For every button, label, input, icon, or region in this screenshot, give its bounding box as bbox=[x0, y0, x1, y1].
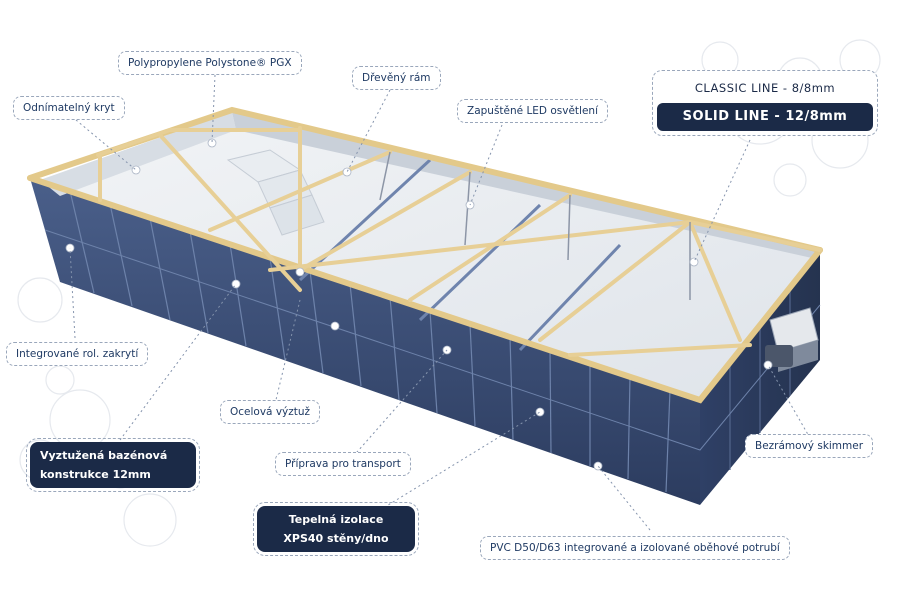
leader-lines bbox=[69, 74, 811, 531]
izolace-line2: XPS40 stěny/dno bbox=[283, 532, 389, 545]
label-tepelna-izolace: Tepelná izolace XPS40 stěny/dno bbox=[253, 502, 419, 556]
steel-ribs bbox=[69, 190, 671, 493]
label-priprava-transport: Příprava pro transport bbox=[275, 452, 411, 476]
product-line-box: CLASSIC LINE - 8/8mm SOLID LINE - 12/8mm bbox=[652, 70, 878, 136]
label-odnimatelny-kryt: Odnímatelný kryt bbox=[13, 96, 125, 120]
classic-line-label: CLASSIC LINE - 8/8mm bbox=[694, 81, 836, 95]
vyztuzena-line2: konstrukce 12mm bbox=[40, 468, 151, 481]
pool-floor bbox=[40, 112, 820, 398]
label-bezramovy-skimmer: Bezrámový skimmer bbox=[745, 434, 874, 458]
label-dreveny-ram: Dřevěný rám bbox=[352, 66, 441, 90]
label-ocelova-vyztuz: Ocelová výztuž bbox=[220, 400, 321, 424]
label-led: Zapuštěné LED osvětlení bbox=[457, 99, 608, 123]
pool-back-wall bbox=[232, 112, 820, 258]
wooden-beams bbox=[96, 126, 822, 357]
label-integrovane-zakryti: Integrované rol. zakrytí bbox=[6, 342, 149, 366]
pool-front-wall bbox=[30, 178, 700, 505]
pool-left-wall bbox=[40, 112, 236, 196]
izolace-line1: Tepelná izolace bbox=[288, 513, 384, 526]
label-pvc: PVC D50/D63 integrované a izolované oběh… bbox=[480, 536, 790, 560]
solid-line-label: SOLID LINE - 12/8mm bbox=[657, 103, 873, 131]
vyztuzena-line1: Vyztužená bazénová bbox=[40, 449, 168, 462]
label-polypropylene: Polypropylene Polystone® PGX bbox=[118, 51, 302, 75]
label-vyztuzena-konstrukce: Vyztužená bazénová konstrukce 12mm bbox=[26, 438, 200, 492]
skimmer-box bbox=[765, 307, 819, 372]
floor-lines bbox=[298, 158, 622, 352]
